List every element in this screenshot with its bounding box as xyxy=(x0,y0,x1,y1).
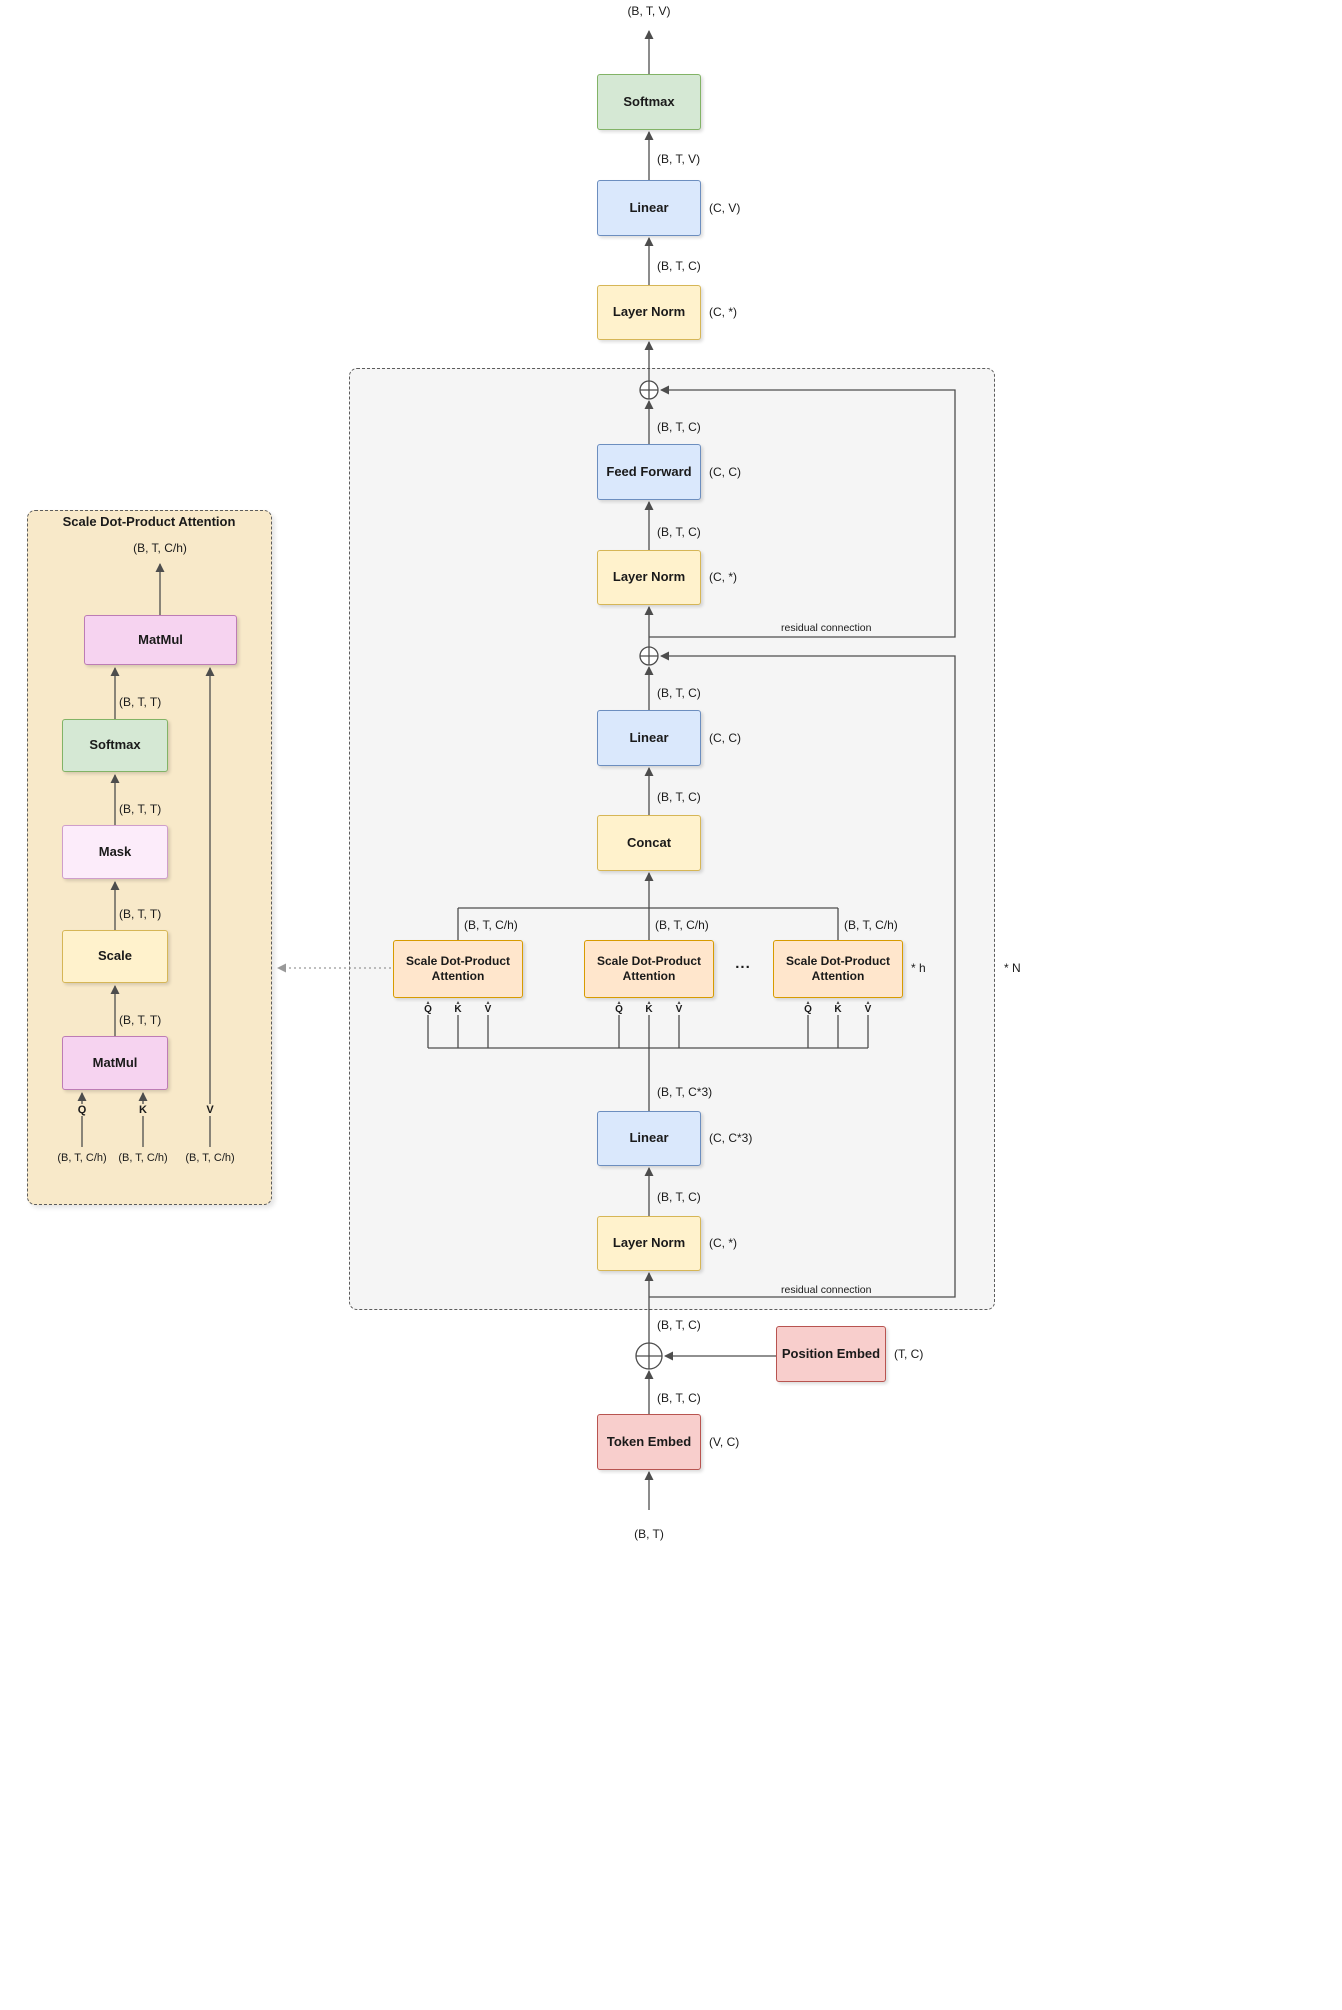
qkv-linear-box: Linear xyxy=(597,1111,701,1166)
weight-label-cstar: (C, *) xyxy=(709,570,737,584)
dim-label-btc3: (B, T, C*3) xyxy=(657,1085,713,1099)
add-circles xyxy=(635,380,663,1370)
concat-box: Concat xyxy=(597,815,701,871)
dim-label-btc: (B, T, C) xyxy=(657,1190,701,1204)
detail-dim-btt: (B, T, T) xyxy=(119,695,162,709)
dim-label-btc: (B, T, C) xyxy=(657,259,701,273)
residual-connection-2-label: residual connection xyxy=(781,622,872,634)
detail-dim-btt: (B, T, T) xyxy=(119,802,162,816)
input-dim-label: (B, T) xyxy=(634,1527,664,1541)
dim-label-btc: (B, T, C) xyxy=(657,1318,701,1332)
dim-label-btv: (B, T, V) xyxy=(657,152,701,166)
detail-flow-arrows xyxy=(77,563,215,1147)
head2-out-dim-label: (B, T, C/h) xyxy=(655,918,709,932)
per-layer-multiplier: * N xyxy=(1004,961,1021,975)
dim-label-btc: (B, T, C) xyxy=(657,525,701,539)
detail-k-label: K xyxy=(137,1104,149,1116)
detail-mask-box: Mask xyxy=(62,825,168,879)
position-embed-box: Position Embed xyxy=(776,1326,886,1382)
detail-dim-btt: (B, T, T) xyxy=(119,1013,162,1027)
attention-head-3-box: Scale Dot-Product Attention xyxy=(773,940,903,998)
v-label: V xyxy=(862,1004,874,1015)
weight-label-cc3: (C, C*3) xyxy=(709,1131,753,1145)
weight-label-cc: (C, C) xyxy=(709,731,741,745)
detail-v-label: V xyxy=(204,1104,216,1116)
dim-label-btc: (B, T, C) xyxy=(657,686,701,700)
detail-out-dim-label: (B, T, C/h) xyxy=(133,541,187,555)
q-label: Q xyxy=(613,1004,625,1015)
q-label: Q xyxy=(422,1004,434,1015)
feed-forward-box: Feed Forward xyxy=(597,444,701,500)
token-embed-box: Token Embed xyxy=(597,1414,701,1470)
final-linear-box: Linear xyxy=(597,180,701,236)
weight-label-cstar: (C, *) xyxy=(709,305,737,319)
weight-label-cstar: (C, *) xyxy=(709,1236,737,1250)
detail-dim-btt: (B, T, T) xyxy=(119,907,162,921)
residual-connection-2-line xyxy=(649,385,956,638)
weight-label-cv: (C, V) xyxy=(709,201,741,215)
weight-label-vc: (V, C) xyxy=(709,1435,740,1449)
layernorm-2-box: Layer Norm xyxy=(597,550,701,605)
residual-connection-1-line xyxy=(649,651,956,1298)
k-label: K xyxy=(452,1004,464,1015)
dim-label-btc: (B, T, C) xyxy=(657,420,701,434)
detail-q-label: Q xyxy=(75,1104,89,1116)
dim-label-btc: (B, T, C) xyxy=(657,1391,701,1405)
k-label: K xyxy=(643,1004,655,1015)
final-softmax-box: Softmax xyxy=(597,74,701,130)
head1-out-dim-label: (B, T, C/h) xyxy=(464,918,518,932)
residual-connection-1-label: residual connection xyxy=(781,1284,872,1296)
q-label: Q xyxy=(802,1004,814,1015)
attention-head-2-box: Scale Dot-Product Attention xyxy=(584,940,714,998)
heads-ellipsis: ... xyxy=(735,955,751,972)
proj-linear-box: Linear xyxy=(597,710,701,766)
k-label: K xyxy=(832,1004,844,1015)
detail-matmul-2-box: MatMul xyxy=(84,615,237,665)
attention-head-1-box: Scale Dot-Product Attention xyxy=(393,940,523,998)
v-label: V xyxy=(673,1004,685,1015)
detail-v-dim-label: (B, T, C/h) xyxy=(185,1152,235,1164)
detail-scale-box: Scale xyxy=(62,930,168,983)
detail-k-dim-label: (B, T, C/h) xyxy=(118,1152,168,1164)
per-head-multiplier: * h xyxy=(911,961,926,975)
weight-label-cc: (C, C) xyxy=(709,465,741,479)
detail-softmax-box: Softmax xyxy=(62,719,168,772)
weight-label-tc: (T, C) xyxy=(894,1347,924,1361)
detail-matmul-1-box: MatMul xyxy=(62,1036,168,1090)
dim-label-btc: (B, T, C) xyxy=(657,790,701,804)
layernorm-1-box: Layer Norm xyxy=(597,1216,701,1271)
v-label: V xyxy=(482,1004,494,1015)
detail-panel-title: Scale Dot-Product Attention xyxy=(62,514,236,529)
final-layernorm-box: Layer Norm xyxy=(597,285,701,340)
output-dim-label: (B, T, V) xyxy=(627,4,671,18)
head3-out-dim-label: (B, T, C/h) xyxy=(844,918,898,932)
residual-wires xyxy=(649,385,956,1361)
detail-q-dim-label: (B, T, C/h) xyxy=(57,1152,107,1164)
